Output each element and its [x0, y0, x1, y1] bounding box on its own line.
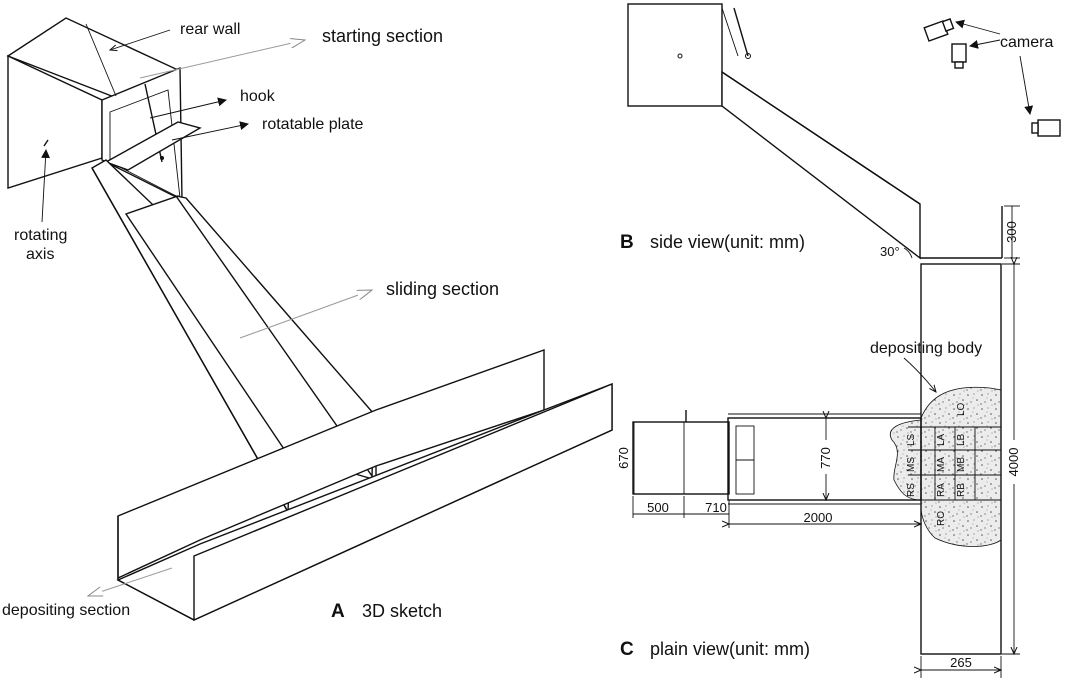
- panel-a-title: 3D sketch: [362, 601, 442, 621]
- plain-view-starting-box: [632, 421, 730, 495]
- label-rear-wall: rear wall: [180, 21, 240, 38]
- angle-30: 30°: [880, 244, 900, 259]
- label-depositing-body: depositing body: [870, 340, 982, 357]
- camera-icon: [923, 18, 955, 42]
- label-rotatable-plate: rotatable plate: [262, 116, 364, 133]
- rear-wall-pointer: [110, 29, 171, 50]
- starting-section-arrow: [139, 40, 305, 79]
- label-starting-section: starting section: [322, 26, 443, 46]
- depositing-trough: [116, 349, 613, 622]
- side-view-plate: [733, 7, 749, 57]
- sliding-section-arrow: [239, 290, 372, 339]
- label-sliding-section: sliding section: [386, 279, 499, 299]
- side-view-starting-box: [627, 3, 723, 107]
- label-rotating-axis-line1: rotating: [14, 227, 67, 244]
- sliding-chute: [91, 159, 377, 515]
- rotating-axis-mark: [43, 139, 49, 147]
- dim-2000: 2000: [804, 510, 833, 525]
- panel-b-title: side view(unit: mm): [650, 232, 805, 252]
- panel-c-letter: C: [620, 639, 634, 660]
- cell-la: LA: [936, 433, 947, 446]
- cell-mb: MB: [956, 457, 967, 472]
- label-camera: camera: [1000, 34, 1053, 51]
- label-rotating-axis-line2: axis: [26, 246, 54, 263]
- dim-670: 670: [616, 447, 631, 469]
- hook-pointer: [149, 97, 227, 119]
- cell-ma: MA: [936, 457, 947, 472]
- cell-lb: LB: [956, 433, 967, 446]
- panel-c-title: plain view(unit: mm): [650, 639, 810, 659]
- side-view-slide: [721, 70, 921, 260]
- depositing-body-pointer: [903, 357, 936, 392]
- cell-rb: RB: [956, 483, 967, 497]
- depositing-section-arrow: [88, 567, 173, 596]
- panel-b-side-view: 30° 300 camera B side view(unit: mm): [620, 3, 1061, 260]
- dim-4000: 4000: [1006, 448, 1021, 477]
- camera-icon: [1031, 119, 1061, 137]
- label-depositing-section: depositing section: [2, 602, 130, 619]
- panel-b-letter: B: [620, 232, 634, 253]
- dim-710: 710: [705, 500, 727, 515]
- cell-ro: RO: [936, 511, 947, 526]
- trough-back-wall: [117, 349, 545, 580]
- panel-c-plain-view: LS LA LO LB MS MA MB RS RA RB RO deposit…: [616, 264, 1022, 678]
- starting-box: [6, 17, 202, 202]
- dim-500: 500: [647, 500, 669, 515]
- cell-ms: MS: [906, 457, 917, 472]
- dim-300: 300: [1004, 221, 1019, 243]
- rotatable-plate: [104, 121, 202, 171]
- panel-a-3d-sketch: rear wall starting section hook rotatabl…: [2, 17, 613, 622]
- cell-ra: RA: [936, 483, 947, 497]
- cell-rs: RS: [906, 483, 917, 497]
- cell-lo: LO: [956, 402, 967, 416]
- cell-ls: LS: [906, 433, 917, 446]
- rotating-axis-pointer: [41, 149, 51, 223]
- measurement-grid: [908, 426, 1001, 501]
- dim-770: 770: [818, 447, 833, 469]
- rotatable-plate-pointer: [171, 121, 249, 141]
- trough-front-wall: [193, 382, 613, 622]
- label-hook: hook: [240, 88, 276, 105]
- panel-a-letter: A: [331, 601, 345, 622]
- camera-icon: [951, 43, 967, 69]
- dim-265: 265: [950, 655, 972, 670]
